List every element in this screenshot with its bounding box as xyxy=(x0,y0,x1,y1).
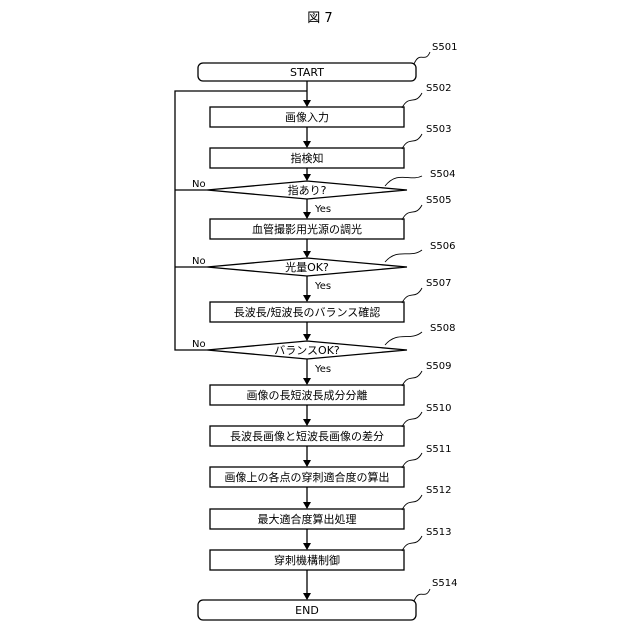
no-label-finger: No xyxy=(192,179,206,190)
leader-s501 xyxy=(414,52,430,64)
node-image-input: 画像入力 xyxy=(210,107,404,127)
step-id-s508: S508 xyxy=(430,323,455,334)
leader-s508 xyxy=(385,332,422,345)
leader-s505 xyxy=(402,205,422,220)
leader-s503 xyxy=(402,134,422,149)
separation-label: 画像の長短波長成分分離 xyxy=(247,388,368,402)
difference-label: 長波長画像と短波長画像の差分 xyxy=(230,429,384,443)
leader-s506 xyxy=(385,250,422,262)
light-ok-label: 光量OK? xyxy=(285,260,329,274)
step-id-s503: S503 xyxy=(426,124,451,135)
no-label-light: No xyxy=(192,256,206,267)
puncture-control-label: 穿刺機構制御 xyxy=(274,553,340,567)
node-separation: 画像の長短波長成分分離 xyxy=(210,385,404,405)
suitability-calc-label: 画像上の各点の穿刺適合度の算出 xyxy=(225,470,390,484)
max-suitability-label: 最大適合度算出処理 xyxy=(258,512,357,526)
node-puncture-control: 穿刺機構制御 xyxy=(210,550,404,570)
balance-check-label: 長波長/短波長のバランス確認 xyxy=(234,305,381,319)
yes-label-balance: Yes xyxy=(314,364,331,375)
step-id-s513: S513 xyxy=(426,527,451,538)
node-max-suitability: 最大適合度算出処理 xyxy=(210,509,404,529)
yes-label-light: Yes xyxy=(314,281,331,292)
node-start: START xyxy=(198,63,416,81)
leader-s513 xyxy=(402,536,422,551)
step-id-s504: S504 xyxy=(430,169,455,180)
step-id-s514: S514 xyxy=(432,578,457,589)
balance-ok-label: バランスOK? xyxy=(274,344,340,357)
no-label-balance: No xyxy=(192,339,206,350)
end-label: END xyxy=(295,604,319,617)
step-id-s511: S511 xyxy=(426,444,451,455)
node-suitability-calc: 画像上の各点の穿刺適合度の算出 xyxy=(210,467,404,487)
leader-s509 xyxy=(402,371,422,386)
step-id-s510: S510 xyxy=(426,403,451,414)
node-difference: 長波長画像と短波長画像の差分 xyxy=(210,426,404,446)
leader-s504 xyxy=(385,176,422,186)
leader-s512 xyxy=(402,495,422,510)
light-adjust-label: 血管撮影用光源の調光 xyxy=(252,222,362,236)
node-light-adjust: 血管撮影用光源の調光 xyxy=(210,219,404,239)
start-label: START xyxy=(290,66,324,79)
step-id-s506: S506 xyxy=(430,241,455,252)
node-finger-detect: 指検知 xyxy=(210,148,404,168)
figure-title: 図 7 xyxy=(307,11,332,26)
yes-label-finger: Yes xyxy=(314,204,331,215)
step-id-s507: S507 xyxy=(426,278,451,289)
decision-balance-ok: バランスOK? xyxy=(207,341,407,359)
leader-s502 xyxy=(402,93,422,108)
leader-s511 xyxy=(402,453,422,468)
leader-s507 xyxy=(402,288,422,303)
leader-s514 xyxy=(414,589,430,601)
finger-detect-label: 指検知 xyxy=(291,151,324,165)
step-id-s512: S512 xyxy=(426,485,451,496)
decision-light-ok: 光量OK? xyxy=(207,258,407,276)
node-end: END xyxy=(198,600,416,620)
step-id-s502: S502 xyxy=(426,83,451,94)
step-id-s505: S505 xyxy=(426,195,451,206)
leader-s510 xyxy=(402,412,422,427)
node-balance-check: 長波長/短波長のバランス確認 xyxy=(210,302,404,322)
step-id-s501: S501 xyxy=(432,42,457,53)
image-input-label: 画像入力 xyxy=(285,111,329,124)
finger-present-label: 指あり? xyxy=(288,183,327,197)
step-id-s509: S509 xyxy=(426,361,451,372)
decision-finger-present: 指あり? xyxy=(207,181,407,199)
